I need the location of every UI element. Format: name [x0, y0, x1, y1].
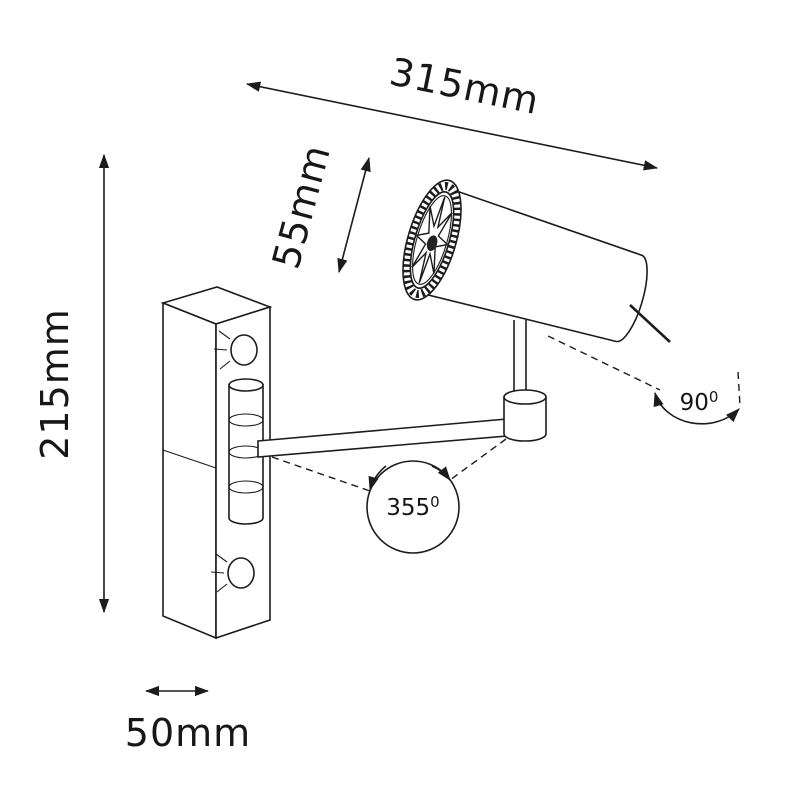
depth-label: 50mm [125, 711, 251, 755]
swivel-arrow-left [368, 465, 387, 492]
screw-top-icon [213, 330, 258, 370]
width-label: 315mm [386, 49, 543, 123]
dimension-depth: 50mm [125, 685, 251, 755]
height-label: 215mm [33, 308, 77, 460]
swivel-arm [257, 418, 508, 458]
head-diameter-label: 55mm [264, 140, 339, 273]
tilt-reference-dashed-2 [737, 371, 741, 407]
dimension-height: 215mm [33, 153, 110, 614]
dimension-head-diameter: 55mm [264, 140, 371, 274]
width-arrow [245, 81, 659, 171]
tilt-reference-dashed [547, 335, 661, 391]
swivel-dashed-right [449, 438, 507, 481]
swivel-label: 3550 [386, 493, 439, 521]
rear-pin [629, 304, 671, 343]
screw-bottom-icon [210, 553, 255, 593]
lamp-rod [513, 320, 527, 395]
lamp-head [402, 179, 648, 343]
angle-swivel: 3550 [271, 438, 507, 554]
swivel-circle [366, 460, 460, 554]
lamp-body [423, 189, 648, 343]
angle-tilt: 900 [547, 335, 741, 425]
tilt-arc-arrow [653, 391, 740, 425]
arm-joint [503, 389, 547, 442]
lamp-bezel-knurl [402, 181, 462, 299]
head-diameter-arrow [337, 156, 371, 274]
swivel-dashed-left [271, 456, 371, 492]
wall-bracket [160, 286, 273, 640]
bracket-left-face [162, 301, 217, 640]
hinge-barrel [228, 378, 264, 525]
tilt-label: 900 [680, 388, 719, 416]
bracket-seam [162, 449, 217, 469]
swivel-arrow-right [431, 465, 451, 481]
bulb-tip [426, 235, 438, 251]
